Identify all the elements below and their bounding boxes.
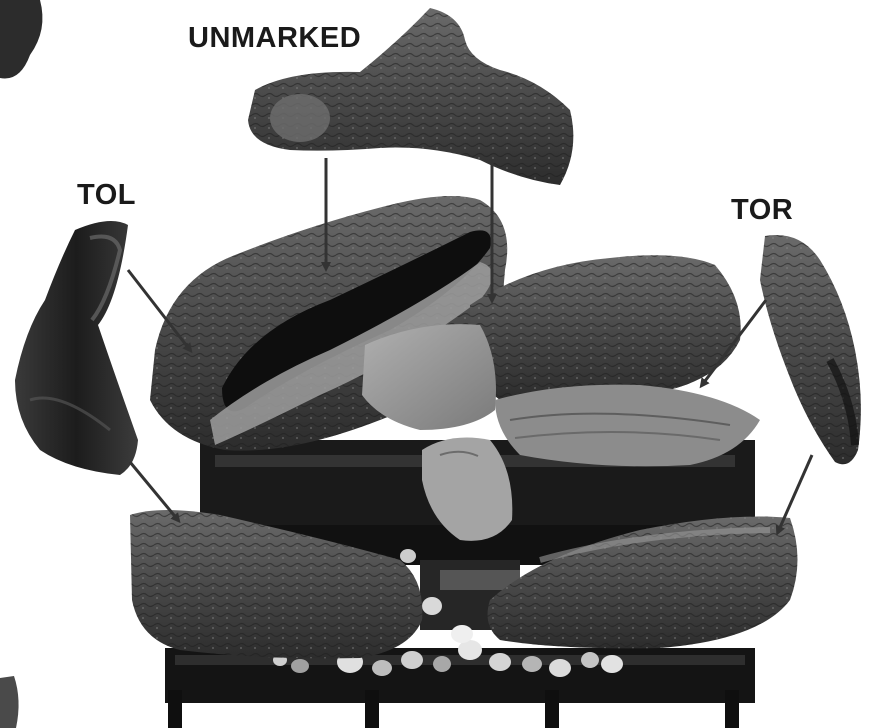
tol-log [15, 221, 138, 475]
corner-fragment-top-left [0, 0, 42, 79]
tol-label: TOL [77, 181, 136, 210]
split-log-right [495, 385, 760, 467]
tor-log [760, 235, 861, 464]
tor-arrow-lower [778, 455, 812, 532]
back-right-log [470, 255, 741, 400]
tor-label: TOR [731, 196, 793, 225]
corner-fragment-bottom-left [0, 676, 19, 728]
unmarked-label: UNMARKED [188, 24, 361, 53]
